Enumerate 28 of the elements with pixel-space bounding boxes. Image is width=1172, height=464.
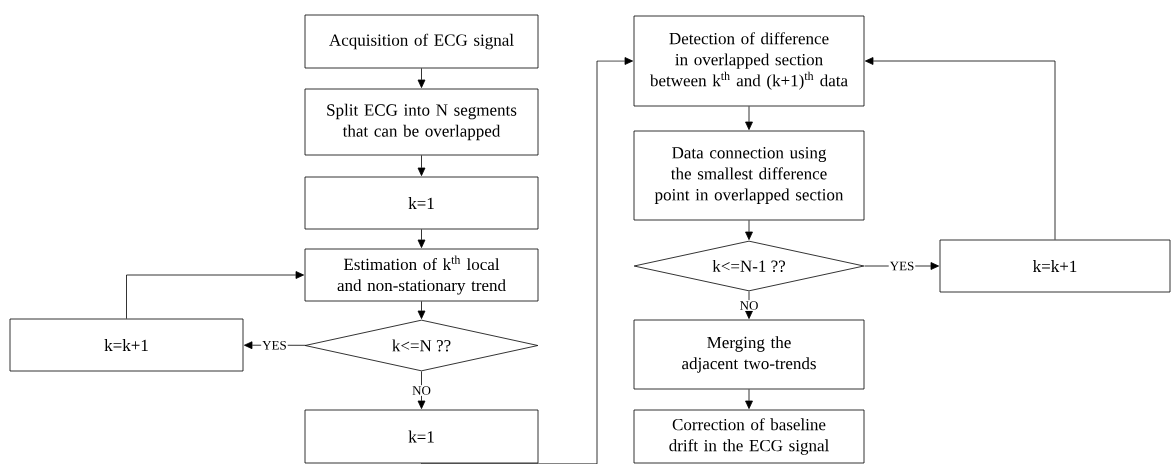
edge-label: NO — [738, 300, 760, 311]
process-box: k=k+1 — [939, 239, 1171, 293]
arrow — [865, 57, 1056, 240]
arrow — [421, 57, 634, 464]
arrow — [417, 301, 426, 319]
arrow — [745, 220, 753, 240]
arrow — [745, 291, 753, 319]
arrow — [417, 68, 426, 89]
arrow — [244, 341, 306, 350]
arrow — [745, 389, 753, 409]
edge-label: YES — [261, 339, 288, 351]
arrow — [417, 155, 426, 176]
arrow — [417, 371, 426, 409]
process-box: Split ECG into N segments that can be overlapped — [304, 88, 539, 156]
edge-label: NO — [411, 385, 432, 396]
process-box: Correction of baseline drift in the ECG signal — [633, 409, 865, 464]
process-box: k=k+1 — [9, 318, 244, 372]
process-box: k=1 — [304, 409, 539, 464]
arrow — [126, 271, 304, 319]
process-box: Merging the adjacent two-trends — [633, 319, 865, 390]
arrow — [417, 229, 426, 248]
process-box: Acquisition of ECG signal — [304, 14, 539, 69]
process-box: Data connection using the smallest difference point in overlapped section — [633, 130, 865, 221]
process-box: k=1 — [304, 176, 539, 230]
edge-label: YES — [888, 260, 916, 272]
process-box: Detection of difference in overlapped section between k$^{th}$ and (k+1)$^{th}$ data — [633, 15, 865, 107]
arrow — [745, 106, 753, 130]
process-box: Estimation of k$^{th}$ local and non-stationary trend — [304, 248, 539, 302]
